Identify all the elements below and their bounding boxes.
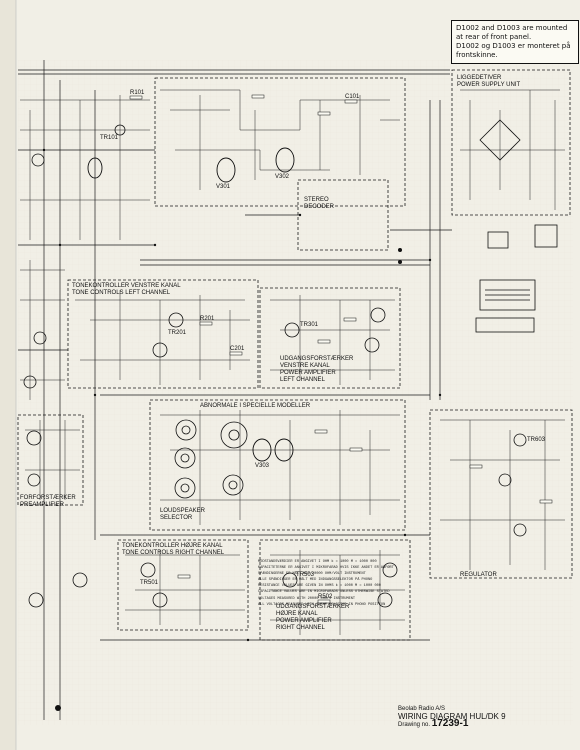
- power-supply-frame: [451, 69, 571, 216]
- component-label: R502: [318, 594, 333, 600]
- component-label: V302: [275, 174, 290, 180]
- drawing-number: 17239-1: [431, 718, 469, 729]
- transformer-symbols: [475, 119, 558, 333]
- component-label: V301: [216, 184, 231, 190]
- block-label-tone-left: TONEKONTROLLER VENSTRE KANAL TONE CONTRO…: [72, 283, 181, 296]
- block-label-loudspeaker-selector: LOUDSPEAKER SELECTOR: [160, 508, 206, 521]
- company-name: Beolab Radio A/S: [398, 706, 446, 712]
- component-label: C101: [345, 94, 360, 100]
- note-text: RESISTANCE VALUES ARE GIVEN IN OHMS k = …: [258, 584, 381, 589]
- note-text: KAPACITETERNE ER ANGIVET I MIKROFARAD HV…: [258, 566, 394, 571]
- selector-frame: [149, 399, 406, 531]
- note-text: CAPACITANCE VALUES ARE IN MICROFARADS UN…: [258, 590, 390, 595]
- tube-symbols: [87, 147, 295, 462]
- title-block: Beolab Radio A/S WIRING DIAGRAM HUL/DK 9…: [398, 706, 573, 729]
- component-label: TR603: [527, 437, 546, 443]
- component-label: TR101: [100, 135, 119, 141]
- note-line: D1002 og D1003 er monteret på: [456, 42, 571, 50]
- junction-dots: [42, 148, 442, 711]
- component-label: TR501: [140, 580, 159, 586]
- block-label-special-models: ABNORMALE I SPECIELLE MODELLER: [200, 403, 311, 409]
- note-text: SPÆNDINGERNE ER MÅLT MED 20000 OHM/VOLT …: [258, 572, 366, 577]
- component-label: TR503: [296, 572, 315, 578]
- block-label-stereo-decoder: STEREO DECODER: [304, 197, 335, 210]
- regulator-frame: [429, 409, 573, 579]
- component-label: R101: [130, 90, 145, 96]
- note-line: at rear of front panel.: [456, 33, 532, 41]
- note-text: VOLTAGES MEASURED WITH 20000 OHM/V INSTR…: [258, 596, 356, 601]
- component-label: TR201: [168, 330, 187, 336]
- block-label-amp-right: UDGANGSFORSTÆRKER HØJRE KANAL POWER AMPL…: [276, 604, 350, 631]
- component-label: TR301: [300, 322, 319, 328]
- block-label-tone-right: TONEKONTROLLER HØJRE KANAL TONE CONTROLS…: [122, 543, 225, 556]
- tone-right-frame: [117, 539, 249, 631]
- mounting-note: D1002 and D1003 are mounted at rear of f…: [451, 20, 579, 64]
- diagram-title: WIRING DIAGRAM HUL/DK 9: [398, 712, 506, 721]
- fm-frame: [154, 77, 406, 207]
- note-text: ALLE SPÆNDINGER ER MÅLT MED INDGANGSSELE…: [258, 578, 373, 583]
- resistor-symbols: [129, 94, 553, 604]
- tone-left-frame: [67, 279, 259, 389]
- component-label: C201: [230, 346, 245, 352]
- note-line: D1002 and D1003 are mounted: [456, 24, 568, 32]
- preamp-frame: [17, 414, 84, 506]
- rotary-selectors: [174, 419, 248, 499]
- note-text: MODSTANDSVÆRDIER ER ANGIVET I OHM k = 10…: [258, 560, 377, 564]
- block-label-preamp: FORFORSTÆRKER PREAMPLIFIER: [20, 495, 76, 508]
- component-label: V303: [255, 463, 270, 469]
- component-label: R201: [200, 316, 215, 322]
- block-label-regulator: REGULATOR: [460, 572, 497, 578]
- drawing-label: Drawing no.: [398, 722, 431, 728]
- measurement-notes: MODSTANDSVÆRDIER ER ANGIVET I OHM k = 10…: [258, 560, 428, 609]
- note-line: frontskinne.: [456, 51, 498, 59]
- block-label-power-supply: LIGGEDETIVER POWER SUPPLY UNIT: [457, 75, 521, 88]
- note-text: ALL VOLTAGES MEASURED WITH INPUT SELECTO…: [258, 602, 386, 607]
- block-label-amp-left: UDGANGSFORSTÆRKER VENSTRE KANAL POWER AM…: [280, 356, 354, 383]
- transistor-symbols: [23, 124, 527, 608]
- amp-left-frame: [259, 287, 401, 389]
